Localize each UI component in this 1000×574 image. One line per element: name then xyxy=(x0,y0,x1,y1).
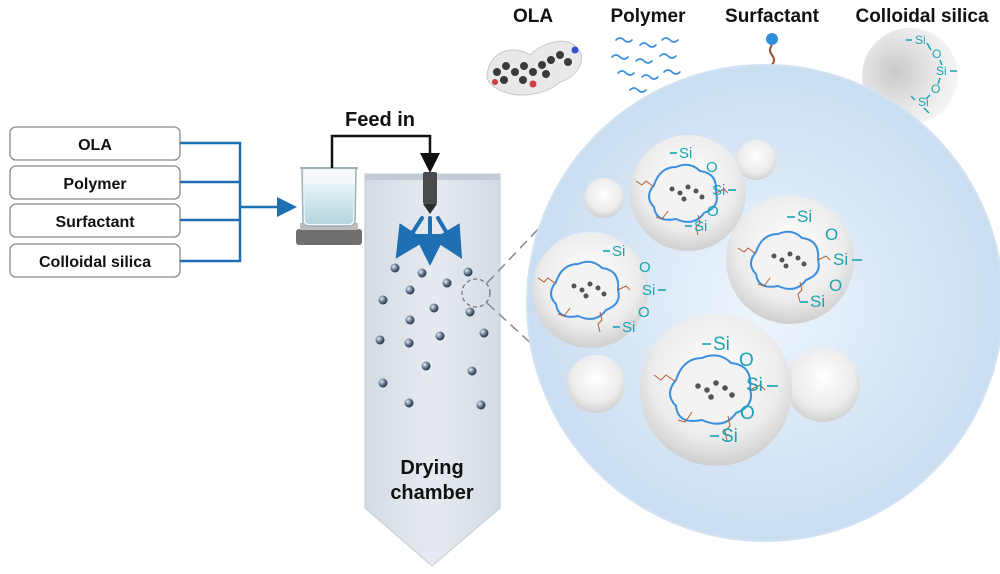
o-label: O xyxy=(706,159,718,176)
composite-particle xyxy=(630,135,746,251)
zoomed-particle-view: Si O Si O Si Si O Si O Si Si O Si O Si S… xyxy=(526,64,1000,542)
silica-si-label: Si xyxy=(936,64,947,78)
o-label: O xyxy=(739,350,754,371)
si-label: Si xyxy=(833,250,848,269)
beaker-liquid xyxy=(304,184,354,224)
drying-chamber: Drying chamber xyxy=(364,172,501,567)
legend: OLA Polymer Surfactant Colloidal silica xyxy=(486,6,989,124)
si-label: Si xyxy=(679,145,692,162)
si-label: Si xyxy=(694,218,707,235)
stirrer-plate xyxy=(296,229,362,245)
si-bond-lines xyxy=(603,152,862,437)
beaker-on-stirrer xyxy=(296,167,362,245)
feed-in-label: Feed in xyxy=(345,109,415,131)
o-label: O xyxy=(639,259,651,276)
o-label: O xyxy=(707,203,719,220)
spray-arrows xyxy=(395,216,463,266)
legend-ola-label: OLA xyxy=(513,6,553,27)
input-box-polymer: Polymer xyxy=(9,165,181,200)
si-label: Si xyxy=(713,334,730,355)
si-label: Si xyxy=(797,207,812,226)
si-label: Si xyxy=(746,375,763,396)
zoom-target-circle xyxy=(461,278,491,308)
spray-nozzle xyxy=(423,172,437,214)
o-label: O xyxy=(829,276,842,295)
chamber-label-line1: Drying xyxy=(400,457,463,479)
input-connectors xyxy=(180,141,297,263)
silica-si-label: Si xyxy=(915,33,926,47)
legend-surfactant-label: Surfactant xyxy=(725,6,820,27)
silica-si-label: Si xyxy=(918,95,929,109)
si-label: Si xyxy=(810,292,825,311)
chamber-label-line2: chamber xyxy=(390,482,474,504)
input-box-ola: OLA xyxy=(9,126,181,161)
ola-molecule-icon xyxy=(486,40,583,96)
si-label: Si xyxy=(612,243,625,260)
input-label: Colloidal silica xyxy=(39,254,151,271)
si-o-chain-labels: Si O Si O Si Si O Si O Si Si O Si O Si S… xyxy=(612,145,848,447)
input-box-surfactant: Surfactant xyxy=(9,203,181,238)
silica-spheres xyxy=(567,140,860,422)
si-label: Si xyxy=(721,426,738,447)
silica-o-label: O xyxy=(932,47,941,61)
input-label: Surfactant xyxy=(55,214,135,231)
input-label: Polymer xyxy=(63,176,126,193)
droplets xyxy=(375,263,489,410)
o-label: O xyxy=(638,304,650,321)
legend-polymer-label: Polymer xyxy=(611,6,687,27)
silica-o-label: O xyxy=(931,82,940,96)
composite-particle xyxy=(726,196,854,324)
composite-particle xyxy=(640,314,792,466)
composite-particle xyxy=(532,232,648,348)
o-label: O xyxy=(740,403,755,424)
si-label: Si xyxy=(642,282,655,299)
si-label: Si xyxy=(622,319,635,336)
o-label: O xyxy=(825,225,838,244)
legend-colloidal-silica-label: Colloidal silica xyxy=(855,6,988,27)
input-list: OLA Polymer Surfactant Colloidal silica xyxy=(9,126,181,278)
input-label: OLA xyxy=(78,137,112,154)
si-label: Si xyxy=(712,182,725,199)
input-box-colloidal-silica: Colloidal silica xyxy=(9,243,181,278)
feed-in-line xyxy=(330,134,440,173)
